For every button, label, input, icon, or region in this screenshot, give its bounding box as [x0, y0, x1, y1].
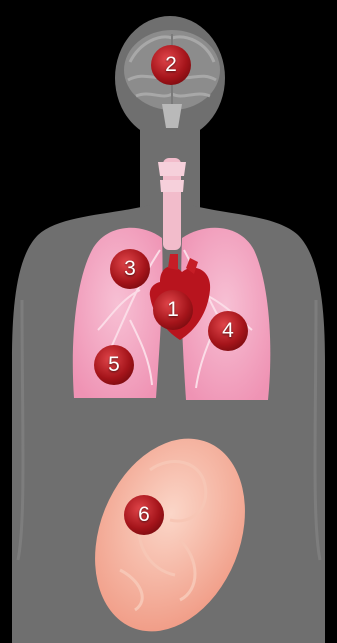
- marker-uterus[interactable]: 6: [124, 495, 164, 535]
- marker-label: 6: [124, 495, 164, 535]
- marker-heart[interactable]: 1: [153, 290, 193, 330]
- marker-label: 3: [110, 249, 150, 289]
- marker-label: 4: [208, 311, 248, 351]
- marker-brain[interactable]: 2: [151, 45, 191, 85]
- marker-trachea[interactable]: 3: [110, 249, 150, 289]
- marker-right-lung[interactable]: 4: [208, 311, 248, 351]
- marker-left-lung[interactable]: 5: [94, 345, 134, 385]
- marker-label: 2: [151, 45, 191, 85]
- marker-label: 1: [153, 290, 193, 330]
- marker-label: 5: [94, 345, 134, 385]
